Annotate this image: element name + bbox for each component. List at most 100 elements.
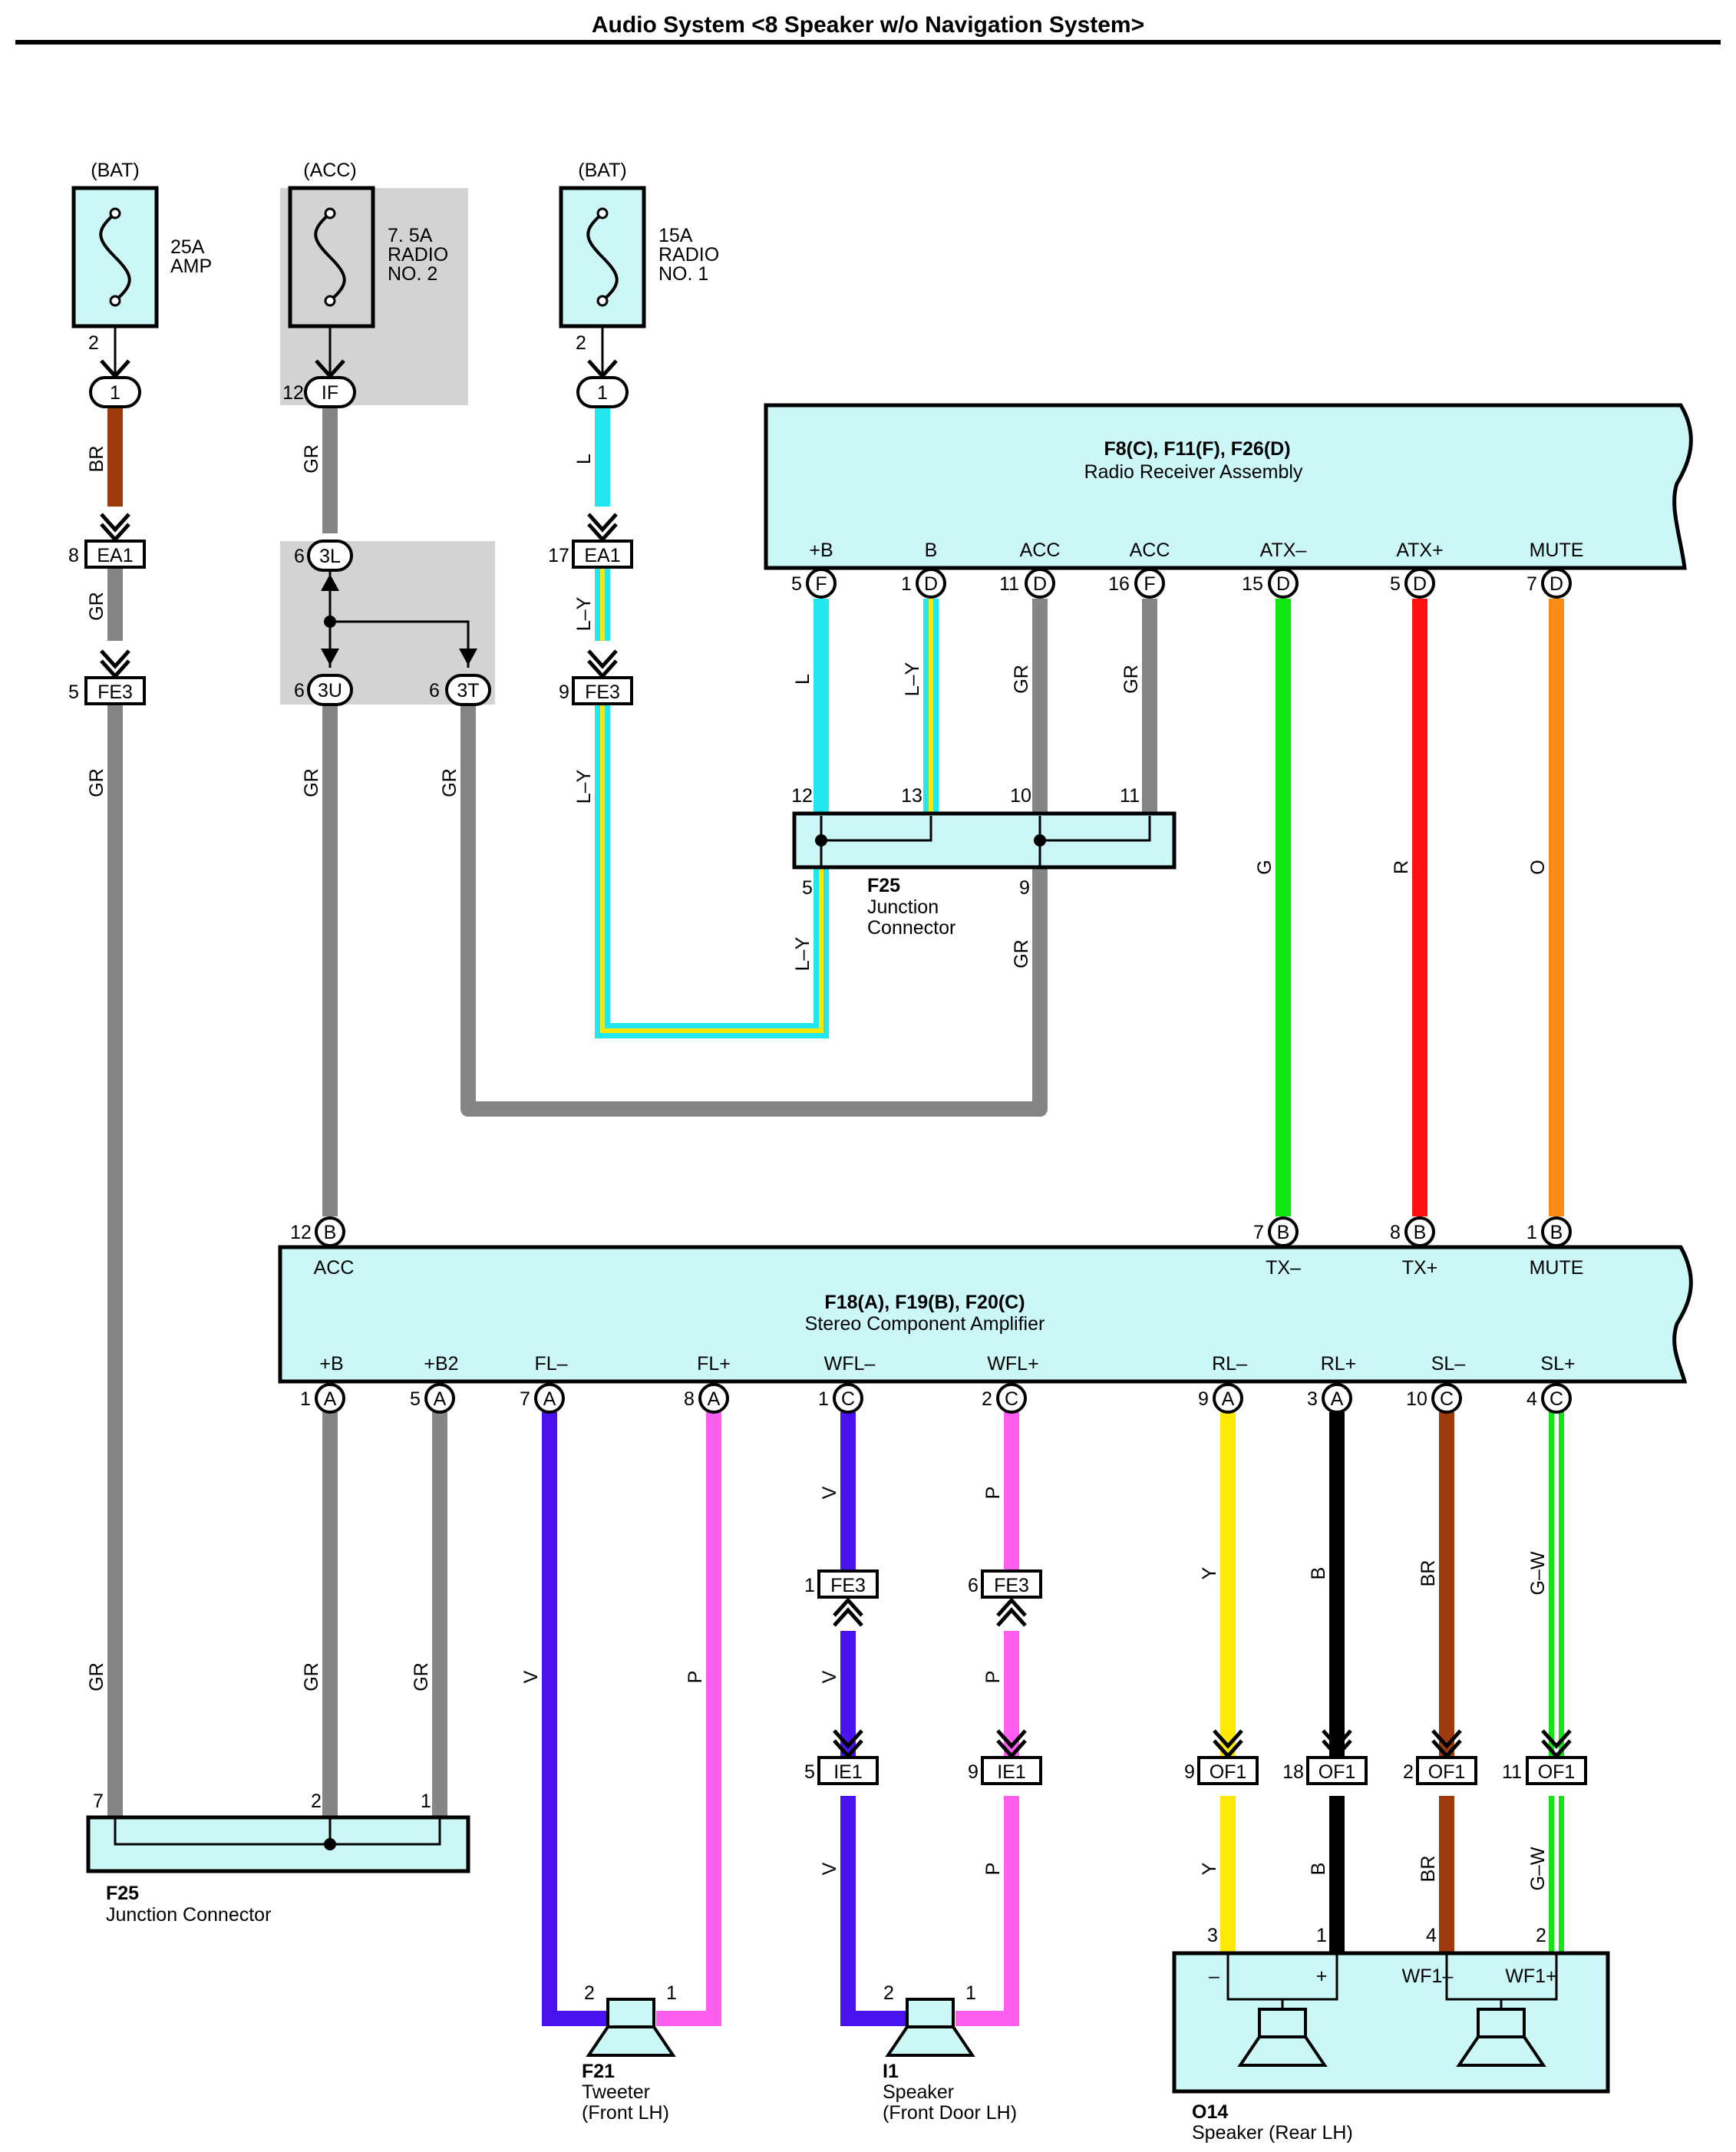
svg-text:FL+: FL+ [697, 1353, 731, 1375]
svg-text:GR: GR [301, 444, 322, 474]
svg-text:R: R [1391, 860, 1412, 874]
speaker-rear-lh: 3 1 4 2 – + WF1– WF1+ O14 Speaker (Rear … [1172, 1925, 1610, 2144]
svg-text:SL–: SL– [1431, 1353, 1466, 1375]
svg-text:13: 13 [901, 785, 922, 807]
svg-text:–: – [1209, 1966, 1219, 1987]
amp-pin-rl-minus: RL–A9 [1198, 1353, 1247, 1414]
svg-text:6: 6 [429, 680, 440, 701]
svg-text:TX+: TX+ [1402, 1257, 1438, 1279]
svg-text:7: 7 [1253, 1222, 1264, 1243]
svg-text:Junction Connector: Junction Connector [106, 1904, 271, 1926]
svg-text:MUTE: MUTE [1530, 540, 1584, 561]
svg-text:15: 15 [1242, 573, 1263, 595]
svg-text:SL+: SL+ [1540, 1353, 1575, 1375]
wire-p-fl-plus [656, 1412, 721, 2026]
svg-text:WFL–: WFL– [824, 1353, 876, 1375]
svg-text:+B: +B [809, 540, 833, 561]
svg-text:2: 2 [883, 1982, 894, 2004]
amplifier-connectors: F18(A), F19(B), F20(C) [824, 1292, 1025, 1313]
svg-text:GR: GR [1011, 939, 1032, 969]
fuse-icon [586, 207, 619, 307]
svg-text:O: O [1527, 860, 1549, 874]
wire-ly-radio1 [595, 568, 829, 1038]
svg-text:3: 3 [1307, 1388, 1318, 1410]
svg-text:EA1: EA1 [584, 545, 620, 566]
svg-text:8: 8 [1390, 1222, 1401, 1243]
svg-text:4: 4 [1526, 1388, 1537, 1410]
svg-text:MUTE: MUTE [1530, 1257, 1584, 1279]
svg-text:2: 2 [1536, 1925, 1546, 1946]
svg-text:3L: 3L [319, 546, 341, 567]
svg-text:1: 1 [300, 1388, 311, 1410]
svg-text:FE3: FE3 [585, 682, 620, 703]
svg-text:ACC: ACC [314, 1257, 355, 1279]
radio-pin-atx-plus: ATX+D5 [1390, 540, 1444, 599]
svg-text:1: 1 [666, 1982, 677, 2004]
svg-text:9: 9 [968, 1761, 979, 1783]
svg-text:4: 4 [1426, 1925, 1437, 1946]
connector-3t: 3T6 [429, 674, 491, 706]
svg-text:F25: F25 [867, 875, 900, 896]
svg-text:C: C [1005, 1388, 1018, 1410]
svg-text:12: 12 [791, 785, 813, 807]
svg-text:RADIO: RADIO [658, 244, 719, 266]
svg-text:F: F [815, 573, 827, 595]
svg-text:V: V [520, 1670, 542, 1683]
svg-text:7: 7 [520, 1388, 530, 1410]
svg-text:A: A [324, 1388, 337, 1410]
svg-text:2: 2 [311, 1791, 322, 1812]
svg-text:FE3: FE3 [994, 1575, 1029, 1596]
svg-text:FE3: FE3 [97, 682, 133, 703]
svg-text:B: B [925, 540, 938, 561]
amp-pin-rl-plus: RL+A3 [1307, 1353, 1356, 1414]
svg-text:8: 8 [68, 545, 79, 566]
svg-text:A: A [1222, 1388, 1235, 1410]
svg-text:L–Y: L–Y [902, 662, 923, 696]
splice-lines [321, 572, 477, 668]
svg-text:2: 2 [982, 1388, 992, 1410]
radio-pin-plus-b: +BF5 [791, 540, 837, 599]
svg-text:D: D [1413, 573, 1427, 595]
svg-text:5: 5 [802, 877, 813, 899]
amp-pin-wfl-plus: WFL+C2 [982, 1353, 1039, 1414]
fuse-amp-name: AMP [170, 256, 212, 277]
radio-connectors: F8(C), F11(F), F26(D) [1104, 438, 1290, 460]
amp-pin-sl-minus: SL–C10 [1406, 1353, 1466, 1414]
svg-text:B: B [1414, 1222, 1427, 1243]
svg-text:Speaker: Speaker [883, 2081, 954, 2103]
svg-text:TX–: TX– [1266, 1257, 1301, 1279]
connector-3u: 3U6 [294, 674, 353, 706]
amp-pin-wfl-minus: WFL–C1 [818, 1353, 876, 1414]
svg-text:5: 5 [1390, 573, 1401, 595]
svg-text:B: B [1277, 1222, 1290, 1243]
svg-text:C: C [841, 1388, 855, 1410]
svg-text:OF1: OF1 [1319, 1761, 1356, 1783]
svg-text:2: 2 [584, 1982, 595, 2004]
svg-text:1: 1 [1316, 1925, 1327, 1946]
svg-text:1: 1 [1526, 1222, 1537, 1243]
connector-3l: 3L 6 [294, 540, 353, 572]
svg-text:P: P [982, 1671, 1004, 1684]
fuse-amp-terminal: 1 [89, 376, 141, 408]
svg-text:IE1: IE1 [997, 1761, 1026, 1783]
svg-text:11: 11 [1502, 1761, 1522, 1783]
svg-text:12: 12 [290, 1222, 312, 1243]
svg-text:BR: BR [1418, 1560, 1439, 1587]
svg-text:F25: F25 [106, 1883, 139, 1904]
svg-text:6: 6 [294, 546, 305, 567]
wire-p-wfl-plus-3 [955, 1796, 1019, 2026]
svg-text:11: 11 [999, 573, 1019, 595]
svg-text:GR: GR [1120, 665, 1142, 694]
svg-text:10: 10 [1406, 1388, 1427, 1410]
amp-pin-mute: B1 [1526, 1216, 1572, 1247]
fuse-icon [99, 207, 131, 307]
svg-text:3U: 3U [318, 680, 342, 701]
